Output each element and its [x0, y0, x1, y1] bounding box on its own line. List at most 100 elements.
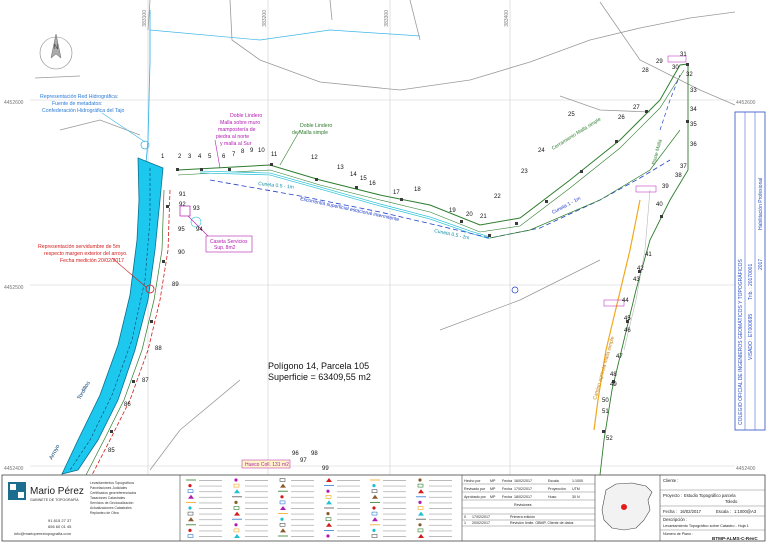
- company-logo: [8, 482, 26, 500]
- legend-symbol-icon: [326, 500, 332, 505]
- description-label: Descripción :: [663, 517, 687, 522]
- point-5: 5: [208, 154, 212, 160]
- rev-r2c0: Aprobado por: [464, 495, 487, 499]
- legend-symbol-icon: [188, 484, 192, 488]
- point-90: 90: [178, 250, 185, 256]
- camino-line: [593, 199, 641, 431]
- rev-l0c1: 17/02/2017: [472, 515, 490, 519]
- spain-location-map: [601, 482, 653, 531]
- point-14: 14: [350, 172, 357, 178]
- point-38: 38: [675, 173, 682, 179]
- legend-symbol-icon: [279, 522, 286, 527]
- point-87: 87: [142, 378, 149, 384]
- legend-symbol-icon: [372, 494, 378, 499]
- point-25: 25: [568, 112, 575, 118]
- hydro-network-line: [144, 10, 151, 176]
- legend-symbol-icon: [279, 478, 286, 482]
- point-22: 22: [494, 194, 501, 200]
- hydro-note-line3: Confederación Hidrográfica del Tajo: [42, 108, 124, 114]
- legend-symbol-icon: [233, 506, 240, 510]
- stamp-visado: VISADO : ET000695: [748, 314, 754, 360]
- company-email: info@mariopereztopografia.com: [14, 531, 72, 536]
- point-11: 11: [271, 152, 278, 158]
- point-86: 86: [124, 402, 131, 408]
- caseta-line1: Caseta Servicios: [210, 239, 248, 245]
- legend-symbol-icon: [326, 478, 332, 482]
- cuneta-channel-inner: [199, 171, 491, 239]
- rev-r2c1: MP: [490, 495, 496, 499]
- servidumbre-line: [91, 189, 171, 476]
- lindero-malla-leader: [214, 139, 221, 169]
- legend-symbol-icon: [371, 534, 378, 538]
- legend-symbol-icon: [417, 483, 424, 488]
- vertex: [638, 270, 641, 273]
- hydro-marker: [140, 140, 150, 150]
- coord-y3-right: 4452400: [736, 466, 756, 472]
- rev-header: Revisiones: [514, 503, 532, 507]
- point-47: 47: [616, 354, 623, 360]
- point-24: 24: [538, 148, 545, 154]
- vertex: [228, 168, 231, 171]
- point-41: 41: [645, 252, 652, 258]
- point-2: 2: [178, 154, 182, 160]
- tag-box: [635, 185, 657, 193]
- lindero-malla-line2: Malla sobre muro: [220, 120, 260, 126]
- legend-symbol-icon: [280, 483, 286, 488]
- rev-r2c3: 18/02/2017: [514, 495, 532, 499]
- hydro-note-line1: Representación Red Hidrográfica:: [40, 94, 118, 100]
- coord-x3: 383300: [384, 10, 390, 27]
- company-phone1: 91 815 27 37: [48, 518, 72, 523]
- legend-symbol-icon: [187, 534, 194, 538]
- lindero-simple-leader: [279, 129, 301, 166]
- point-1: 1: [161, 154, 165, 160]
- coord-x2: 383200: [262, 10, 268, 27]
- vertex: [176, 168, 179, 171]
- point-46: 46: [624, 328, 631, 334]
- runoff-line-2: [659, 74, 681, 131]
- coord-y3: 4452400: [4, 466, 24, 472]
- point-30: 30: [672, 65, 679, 71]
- project-location: Toledo: [725, 499, 738, 504]
- vertex: [488, 234, 491, 237]
- cuneta-label: Cuneta 0.5 - 1m: [258, 181, 294, 191]
- legend-symbol-icon: [372, 528, 376, 533]
- legend-symbol-icon: [372, 506, 376, 510]
- legend-symbol-icon: [418, 534, 424, 538]
- point-12: 12: [311, 155, 318, 161]
- hueco-label: Hueco Coll. 131 m2: [245, 462, 289, 468]
- north-label: N: [53, 44, 58, 51]
- legend-symbol-icon: [280, 517, 284, 521]
- runoff-marker: [511, 286, 519, 294]
- rev-r0c5: 1:1000: [572, 479, 583, 483]
- point-88: 88: [155, 346, 162, 352]
- legend-symbol-icon: [418, 500, 422, 504]
- point-19: 19: [449, 208, 456, 214]
- stamp-year: 2017: [758, 259, 764, 270]
- vertex: [460, 220, 463, 223]
- cerramiento-label: Cerramiento Malla simple: [551, 116, 602, 151]
- boundary-south-east: [489, 129, 681, 239]
- company-name: Mario Pérez: [30, 486, 84, 497]
- point-20: 20: [466, 212, 473, 218]
- service-4: Servicios de Geolocalización: [90, 501, 133, 505]
- coord-y2: 4452500: [4, 285, 24, 291]
- service-2: Certificados georreferenciados: [90, 491, 136, 495]
- point-85: 85: [108, 448, 115, 454]
- legend-symbol-icon: [234, 478, 238, 482]
- point-36: 36: [690, 142, 697, 148]
- north-arrow-icon: N: [39, 33, 73, 70]
- coord-x4: 383400: [504, 10, 510, 27]
- vertex: [355, 186, 358, 189]
- tordillos-label: Tordillos: [77, 380, 92, 401]
- rev-l0c2: Primera edición: [510, 515, 535, 519]
- hydro-note-line2: Fuente de metadatos:: [52, 101, 102, 107]
- superficie-label: Superficie = 63409,55 m2: [268, 372, 371, 382]
- service-1: Parcelaciones Judiciales: [90, 486, 127, 490]
- legend-symbol-icon: [234, 500, 238, 504]
- vertex: [162, 260, 165, 263]
- point-33: 33: [690, 88, 697, 94]
- point-17: 17: [393, 190, 400, 196]
- legend-symbol-icon: [188, 494, 194, 499]
- cadastral-lines: [34, 0, 736, 471]
